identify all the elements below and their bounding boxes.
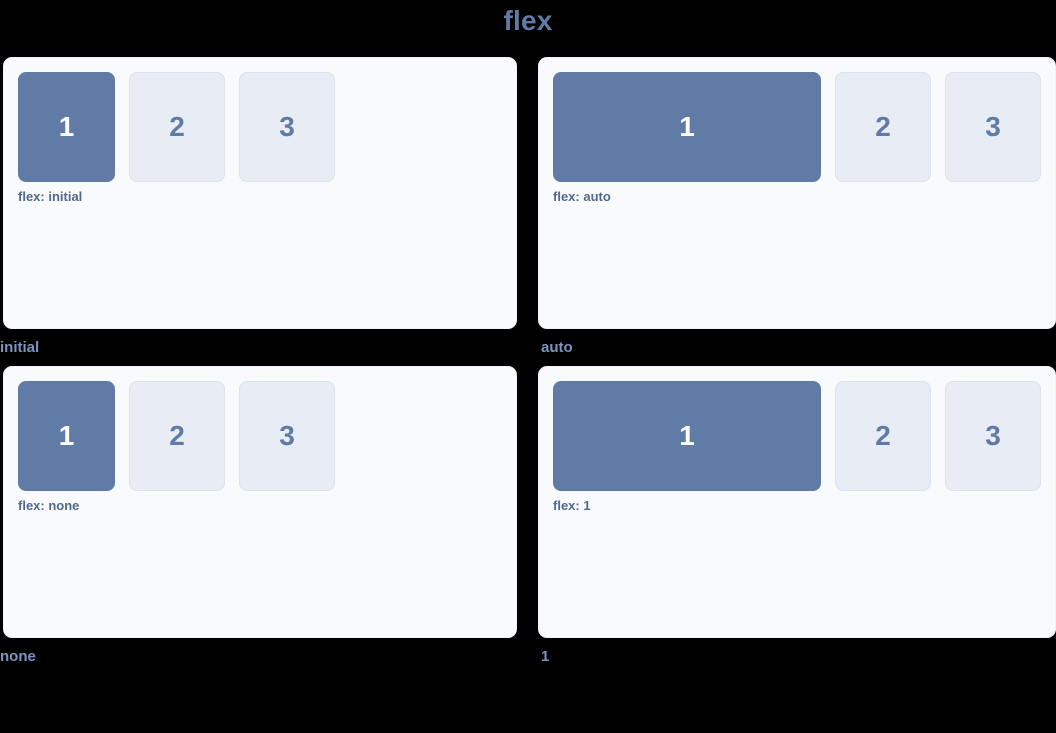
flex-item-2: 2 [835,72,931,182]
demo-cell-initial: 1 2 3 flex: initial initial [0,57,517,366]
flex-container-one: 1 2 3 [553,381,1041,491]
flex-property-label: flex: none [18,498,80,513]
flex-container-auto: 1 2 3 [553,72,1041,182]
demo-panel-none: 1 2 3 flex: none [3,366,517,638]
demo-panel-initial: 1 2 3 flex: initial [3,57,517,329]
page-title: flex [503,5,553,36]
flex-container-none: 1 2 3 [18,381,502,491]
flex-item-3: 3 [239,72,335,182]
flex-item-3: 3 [945,381,1041,491]
panel-caption-auto: auto [541,339,573,356]
flex-item-1: 1 [18,72,115,182]
demo-cell-one: 1 2 3 flex: 1 1 [538,366,1056,675]
flex-property-label: flex: initial [18,189,83,204]
flex-item-3: 3 [239,381,335,491]
flex-item-1: 1 [553,72,821,182]
panel-caption-initial: initial [0,339,40,356]
flex-item-1: 1 [18,381,115,491]
flex-item-2: 2 [129,381,225,491]
flex-item-2: 2 [129,72,225,182]
demo-panel-auto: 1 2 3 flex: auto [538,57,1056,329]
demo-cell-none: 1 2 3 flex: none none [0,366,517,675]
flex-property-label: flex: 1 [553,498,591,513]
flex-demo-grid: 1 2 3 flex: initial initial 1 2 3 flex: … [0,57,1056,675]
flex-property-label: flex: auto [553,189,611,204]
flex-container-initial: 1 2 3 [18,72,502,182]
flex-item-3: 3 [945,72,1041,182]
flex-item-2: 2 [835,381,931,491]
flex-item-1: 1 [553,381,821,491]
panel-caption-none: none [0,648,36,665]
panel-caption-one: 1 [541,648,550,665]
demo-cell-auto: 1 2 3 flex: auto auto [538,57,1056,366]
demo-panel-one: 1 2 3 flex: 1 [538,366,1056,638]
